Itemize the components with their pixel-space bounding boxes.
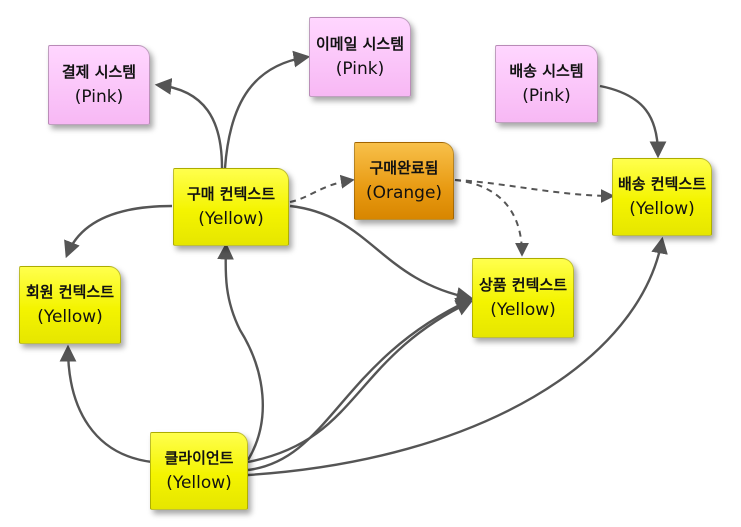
node-payment-system[interactable]: 결제 시스템 (Pink)	[48, 45, 150, 125]
node-color: (Yellow)	[198, 209, 264, 229]
node-color: (Pink)	[74, 87, 124, 107]
edge-delivery-to-shipping	[599, 84, 667, 159]
node-title: 결제 시스템	[61, 63, 137, 81]
node-title: 이메일 시스템	[315, 35, 405, 53]
node-color: (Yellow)	[629, 199, 695, 219]
edge-purchase-to-purchasedone	[289, 174, 355, 203]
node-shipping-context[interactable]: 배송 컨텍스트 (Yellow)	[612, 158, 712, 236]
edge-purchase-to-product	[289, 204, 474, 304]
node-delivery-system[interactable]: 배송 시스템 (Pink)	[495, 45, 598, 123]
node-title: 배송 컨텍스트	[617, 175, 707, 193]
node-client[interactable]: 클라이언트 (Yellow)	[150, 432, 248, 510]
node-email-system[interactable]: 이메일 시스템 (Pink)	[309, 17, 411, 97]
node-color: (Yellow)	[166, 473, 232, 493]
edge-purchase-to-email	[223, 50, 311, 169]
node-color: (Orange)	[365, 183, 443, 203]
edge-client-to-purchase	[217, 242, 264, 461]
node-color: (Yellow)	[490, 300, 556, 320]
edge-client-to-product-b	[247, 298, 474, 472]
node-color: (Pink)	[335, 59, 385, 79]
node-title: 회원 컨텍스트	[25, 283, 115, 301]
edge-purchase-to-member	[64, 204, 173, 259]
node-member-context[interactable]: 회원 컨텍스트 (Yellow)	[19, 266, 121, 344]
node-product-context[interactable]: 상품 컨텍스트 (Yellow)	[472, 258, 574, 338]
node-color: (Pink)	[522, 86, 571, 106]
edge-client-to-member	[59, 344, 153, 464]
edge-client-to-shipping	[247, 236, 668, 477]
node-purchase-context[interactable]: 구매 컨텍스트 (Yellow)	[173, 168, 289, 246]
edge-client-to-product-a	[247, 300, 474, 464]
edge-purchase-to-payment	[154, 78, 224, 169]
node-title: 클라이언트	[164, 449, 234, 467]
edge-purchasedone-to-product	[454, 179, 529, 257]
node-title: 구매완료됨	[369, 159, 439, 177]
node-title: 배송 시스템	[509, 62, 584, 80]
node-title: 구매 컨텍스트	[186, 185, 276, 203]
edge-purchasedone-to-shipping	[454, 179, 615, 203]
node-title: 상품 컨텍스트	[478, 276, 568, 294]
node-color: (Yellow)	[37, 307, 103, 327]
node-purchase-completed[interactable]: 구매완료됨 (Orange)	[354, 142, 454, 220]
